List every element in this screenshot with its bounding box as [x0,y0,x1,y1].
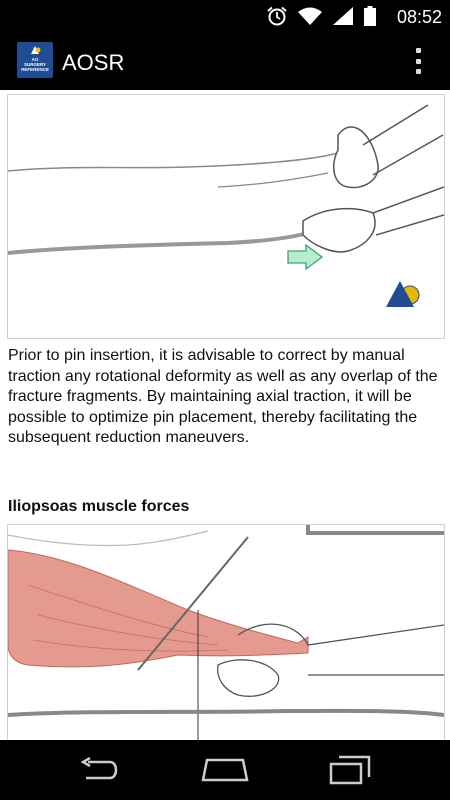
leg-traction-drawing [7,104,445,307]
battery-icon [364,6,376,26]
app-title: AOSR [62,50,125,75]
overflow-dot [415,58,421,64]
navigation-bar [0,740,450,800]
section-heading: Iliopsoas muscle forces [8,498,190,515]
status-icons [266,6,376,26]
status-time: 08:52 [396,7,442,27]
ao-logo-mark-icon [31,46,41,54]
logo-text: AO SURGERY REFERENCE [21,57,49,72]
back-icon [80,757,118,780]
wifi-icon [298,7,322,25]
action-bar [0,33,450,90]
home-button[interactable] [195,750,255,790]
overflow-dot [415,48,421,53]
app-logo[interactable]: AO SURGERY REFERENCE [17,42,53,78]
recent-apps-button[interactable] [320,750,380,790]
overflow-dot [415,69,421,74]
signal-icon [333,7,353,25]
iliopsoas-drawing [8,525,444,740]
overflow-menu-icon[interactable] [414,48,422,74]
leg-traction-illustration [7,94,445,339]
recent-apps-icon [329,755,371,785]
back-button[interactable] [70,750,130,790]
status-bar: 08:52 [0,0,450,33]
alarm-icon [267,6,287,26]
home-icon [201,758,249,782]
body-paragraph: Prior to pin insertion, it is advisable … [8,347,438,446]
article-content[interactable]: Prior to pin insertion, it is advisable … [0,90,450,740]
iliopsoas-illustration [7,524,445,740]
